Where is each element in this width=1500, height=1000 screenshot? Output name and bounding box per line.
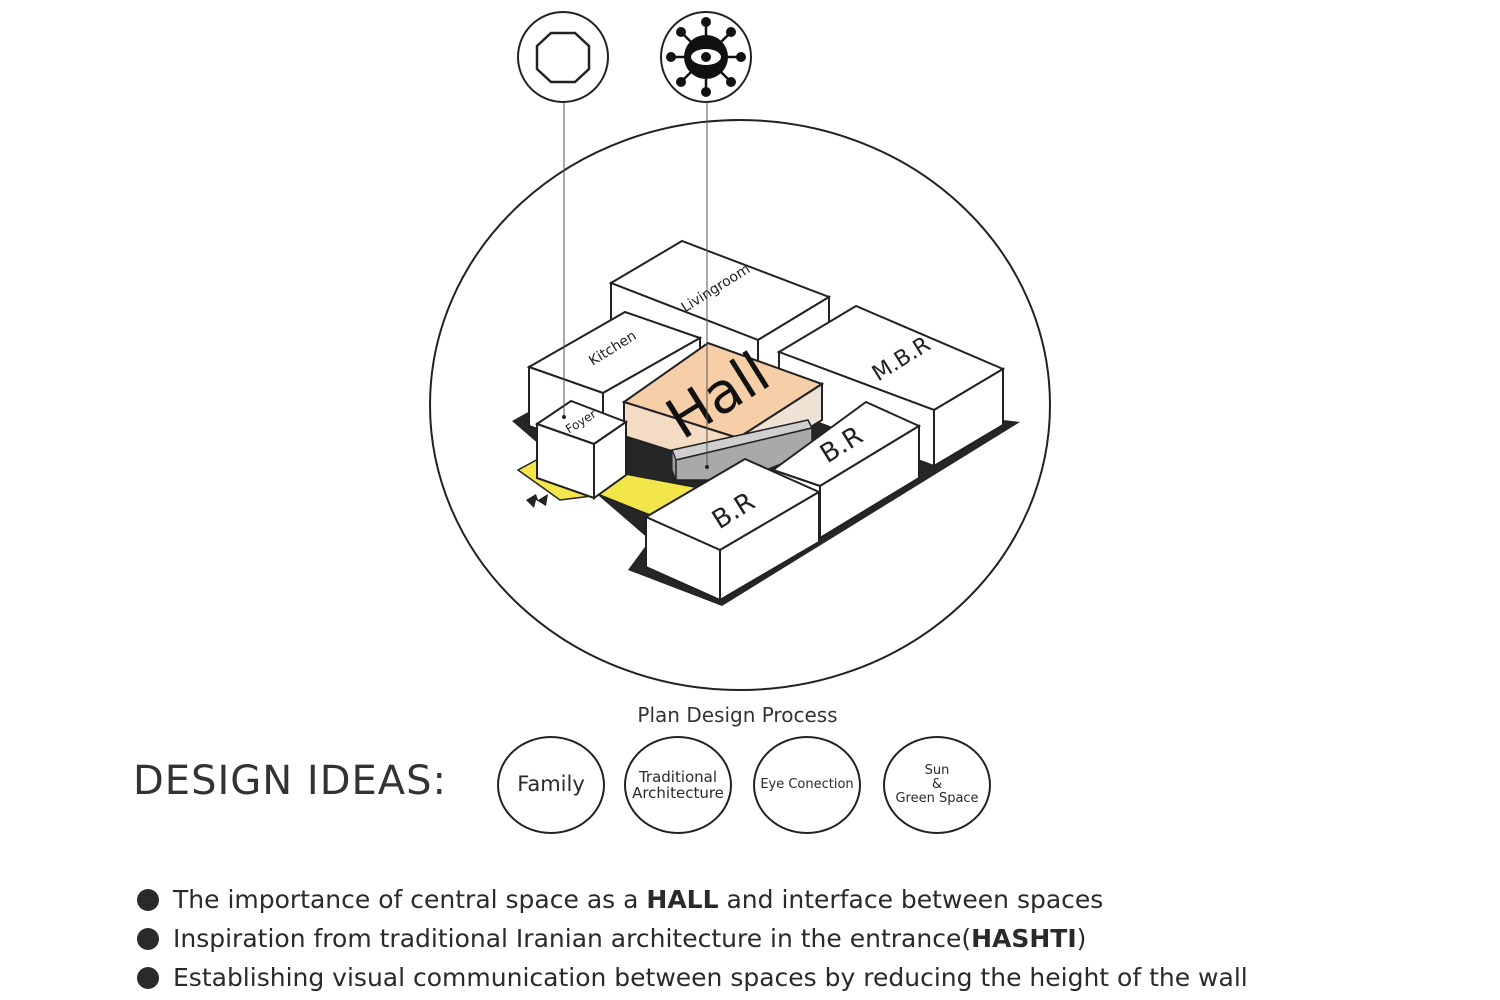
block-foyer: Foyer bbox=[534, 399, 629, 500]
eye-network-icon bbox=[660, 11, 752, 103]
block-br-bottom: B.R bbox=[643, 457, 822, 602]
idea-sun-line3: Green Space bbox=[895, 791, 979, 807]
design-ideas-title: DESIGN IDEAS: bbox=[133, 758, 447, 804]
idea-family-text: Family bbox=[517, 772, 585, 797]
idea-traditional-line2: Architecture bbox=[632, 784, 724, 802]
idea-eye-text: Eye Conection bbox=[760, 776, 854, 792]
bullet-item: The importance of central space as a HAL… bbox=[137, 885, 1103, 914]
idea-circle-eye-connection: Eye Conection bbox=[753, 736, 861, 834]
idea-circle-sun-green-space: Sun & Green Space bbox=[883, 736, 991, 834]
idea-sun-line2: & bbox=[931, 776, 943, 792]
leader-point-octagon bbox=[562, 415, 566, 419]
octagon-icon bbox=[517, 11, 609, 103]
plan-design-process-label: Plan Design Process bbox=[637, 703, 838, 727]
leader-point-eye bbox=[705, 465, 709, 469]
bullet-dot bbox=[137, 888, 159, 911]
idea-circle-family: Family bbox=[497, 736, 605, 834]
entrance-arrow-icon bbox=[526, 494, 548, 508]
bullet-dot bbox=[137, 927, 159, 950]
idea-traditional-line1: Traditional bbox=[638, 767, 718, 786]
idea-sun-line1: Sun bbox=[924, 762, 950, 778]
bullet-text: Inspiration from traditional Iranian arc… bbox=[173, 924, 1087, 953]
bullet-text: The importance of central space as a HAL… bbox=[173, 885, 1104, 914]
bullet-item: Inspiration from traditional Iranian arc… bbox=[137, 924, 1086, 953]
bullet-dot bbox=[137, 966, 159, 989]
enclosing-circle bbox=[429, 119, 1051, 691]
idea-circle-traditional-architecture: Traditional Architecture bbox=[624, 736, 732, 834]
bullet-item: Establishing visual communication betwee… bbox=[137, 963, 1248, 992]
bullet-text: Establishing visual communication betwee… bbox=[173, 963, 1248, 992]
